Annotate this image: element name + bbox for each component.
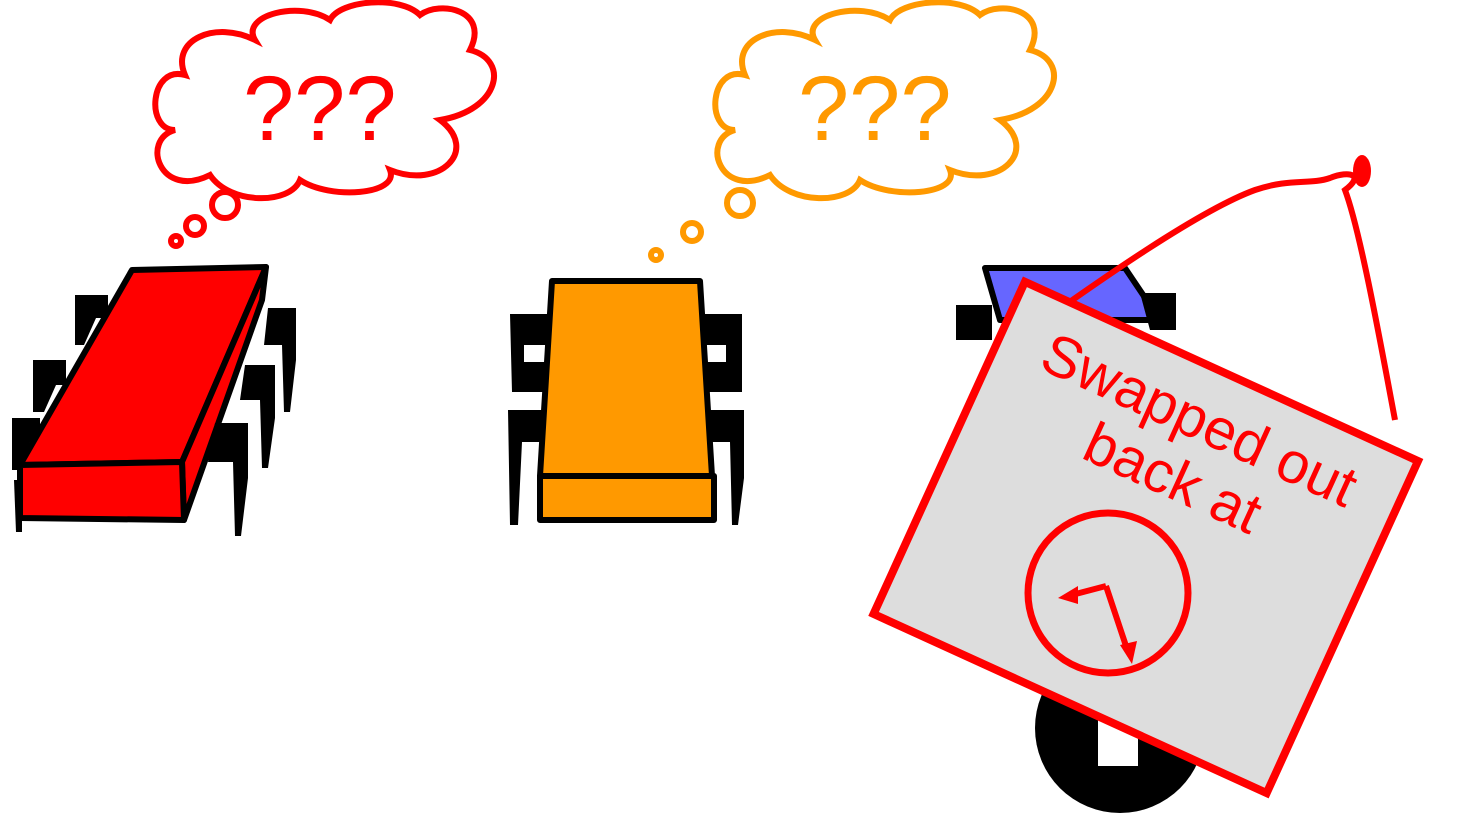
red-chip-front [20, 462, 184, 520]
red-thought-text: ??? [243, 58, 397, 160]
orange-chip-front [540, 476, 714, 520]
orange-chip [508, 281, 744, 525]
orange-chip-top [540, 281, 712, 476]
nail-icon [1353, 155, 1371, 187]
clock-icon [1028, 513, 1188, 673]
red-chip-front-legs [14, 480, 22, 532]
orange-thought-text: ??? [798, 58, 952, 160]
red-chip [12, 267, 296, 536]
